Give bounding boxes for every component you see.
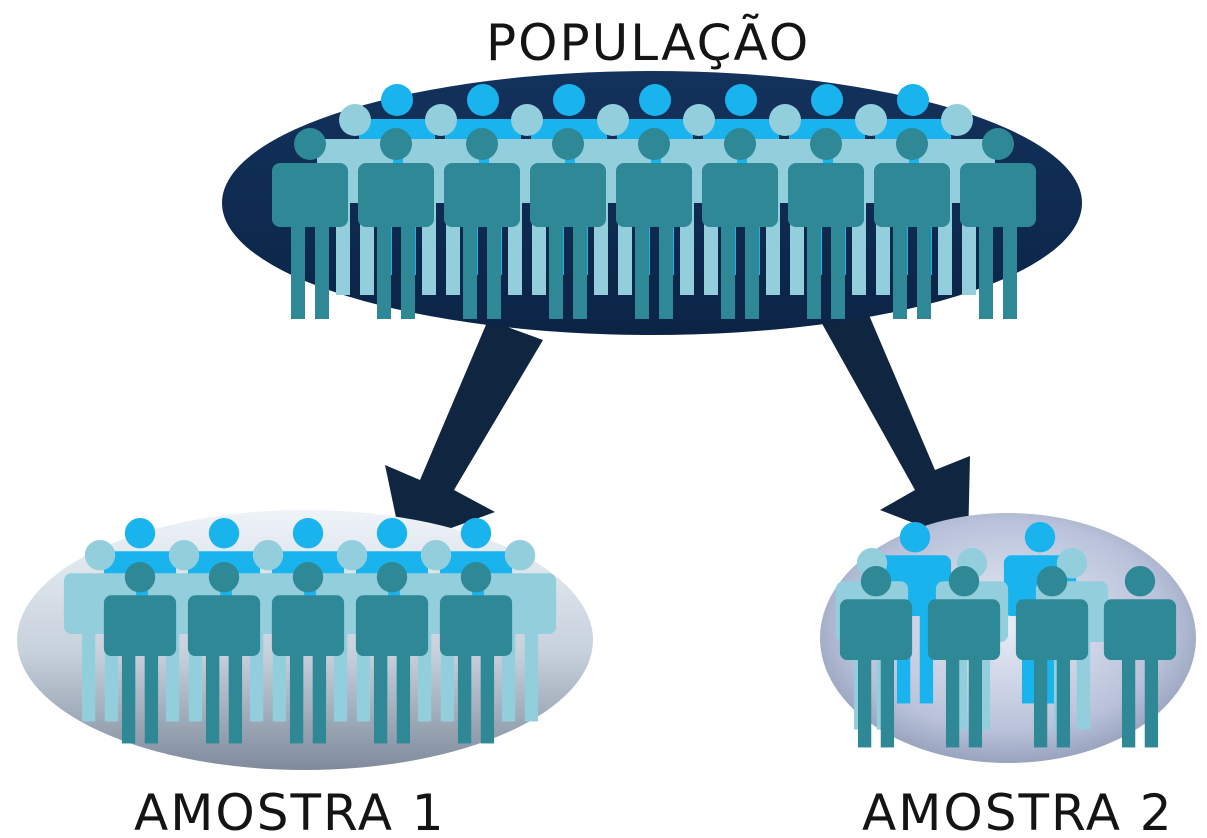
population-person-front-9 bbox=[960, 128, 1036, 319]
population-people-group bbox=[272, 84, 1036, 319]
sample-2-person-front-4 bbox=[1103, 566, 1177, 748]
sample-1-person-front-1 bbox=[103, 562, 177, 744]
population-person-front-3 bbox=[444, 128, 520, 319]
population-person-front-4 bbox=[530, 128, 606, 319]
sample-2-label: AMOSTRA 2 bbox=[862, 784, 1174, 838]
population-label: POPULAÇÃO bbox=[486, 14, 811, 72]
population-person-front-2 bbox=[358, 128, 434, 319]
population-person-front-7 bbox=[788, 128, 864, 319]
arrow-to-sample-2 bbox=[820, 308, 970, 544]
sample-2-person-front-1 bbox=[839, 566, 913, 748]
sample-2-person-front-2 bbox=[927, 566, 1001, 748]
sample-1-person-front-3 bbox=[271, 562, 345, 744]
sample-2-people-group bbox=[835, 522, 1177, 748]
population-person-front-1 bbox=[272, 128, 348, 319]
population-person-front-5 bbox=[616, 128, 692, 319]
sample-1-label: AMOSTRA 1 bbox=[134, 784, 446, 838]
population-person-front-6 bbox=[702, 128, 778, 319]
sample-1-person-front-5 bbox=[439, 562, 513, 744]
sample-1-people-group bbox=[63, 518, 557, 744]
sample-1-person-front-2 bbox=[187, 562, 261, 744]
sample-1-person-front-4 bbox=[355, 562, 429, 744]
population-person-front-8 bbox=[874, 128, 950, 319]
arrows bbox=[385, 308, 970, 546]
arrow-to-sample-1 bbox=[385, 320, 543, 546]
sample-2-person-front-3 bbox=[1015, 566, 1089, 748]
